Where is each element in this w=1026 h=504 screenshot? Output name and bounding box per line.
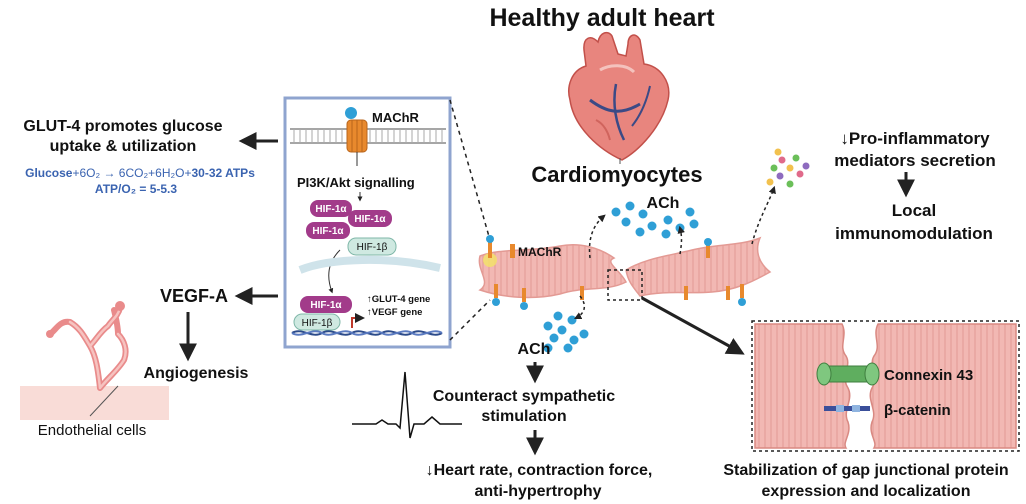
zoom-line-bottom xyxy=(449,299,491,341)
atp-ratio: ATP/O₂ = 5-5.3 xyxy=(95,182,177,196)
receptor-highlight xyxy=(483,253,497,267)
zoomed-cells xyxy=(754,323,1017,449)
hif1b-pill xyxy=(347,237,397,256)
machr-box-label: MAChR xyxy=(372,110,420,125)
counteract-line2: stimulation xyxy=(481,408,566,425)
glut4-gene-label: ↑GLUT-4 gene xyxy=(367,294,430,305)
connexin-label: Connexin 43 xyxy=(884,367,973,384)
hif1b-bound xyxy=(293,313,341,331)
heart-rate-line1: ↓Heart rate, contraction force, xyxy=(426,462,653,479)
equation-atps: 30-32 ATPs xyxy=(192,166,256,180)
cell-membrane xyxy=(290,128,446,144)
gap-junction-selection xyxy=(607,269,643,301)
machr-cell-receptors xyxy=(486,235,746,310)
ach-bottom-label: ACh xyxy=(518,341,551,358)
hif1b-label: HIF-1β xyxy=(357,242,388,253)
counteract-line1: Counteract sympathetic xyxy=(433,388,615,405)
endothelial-cells-illustration xyxy=(20,301,169,420)
arrow-to-nucleus xyxy=(328,249,341,294)
ecg-trace-icon xyxy=(352,371,462,439)
heart-illustration xyxy=(568,31,670,164)
secretion-arrow xyxy=(751,185,776,245)
proinflam-line1: ↓Pro-inflammatory xyxy=(840,129,990,148)
hif1a-label: HIF-1α xyxy=(312,226,344,237)
angiogenesis-label: Angiogenesis xyxy=(144,365,249,382)
hif1a-label: HIF-1α xyxy=(310,300,342,311)
cardiomyocyte-right xyxy=(625,236,772,297)
atp-equation: Glucose+6O₂ → 6CO₂+6H₂O+30-32 ATPs xyxy=(25,166,255,180)
hif1a-label: HIF-1α xyxy=(315,204,347,215)
machr-cell-label: MAChR xyxy=(518,245,562,259)
pi3k-label: PI3K/Akt signalling xyxy=(297,175,415,190)
glut4-text-line2: uptake & utilization xyxy=(50,138,197,155)
cardiomyocytes-label: Cardiomyocytes xyxy=(531,162,702,187)
glut4-text-line1: GLUT-4 promotes glucose xyxy=(23,118,222,135)
arrow-to-zoom xyxy=(641,296,745,355)
ach-release-arrow xyxy=(573,295,586,320)
heart-rate-line2: anti-hypertrophy xyxy=(474,483,601,500)
stabilization-line2: expression and localization xyxy=(762,483,971,500)
hif1a-bound xyxy=(300,296,352,313)
machr-receptor-icon xyxy=(345,107,368,166)
stabilization-line1: Stabilization of gap junctional protein xyxy=(723,462,1008,479)
local-line2: immunomodulation xyxy=(835,224,993,243)
ach-top-label: ACh xyxy=(647,195,680,212)
connexin43-icon xyxy=(816,362,880,386)
title: Healthy adult heart xyxy=(489,4,715,32)
hif1a-label: HIF-1α xyxy=(354,214,386,225)
endothelial-label: Endothelial cells xyxy=(38,422,146,439)
hif1a-cluster: HIF-1α HIF-1α HIF-1α xyxy=(306,200,392,239)
equation-glucose: Glucose xyxy=(25,166,73,180)
beta-catenin-icon xyxy=(824,405,870,412)
vegfa-label: VEGF-A xyxy=(160,286,228,306)
mediator-particles xyxy=(766,148,810,188)
local-line1: Local xyxy=(892,201,936,220)
catenin-label: β-catenin xyxy=(884,402,951,419)
ach-release-arrow xyxy=(588,214,606,259)
equation-middle: +6O₂ → 6CO₂+6H₂O+ xyxy=(72,166,191,180)
nuclear-envelope xyxy=(298,256,441,274)
proinflam-line2: mediators secretion xyxy=(834,151,996,170)
vegf-gene-label: ↑VEGF gene xyxy=(367,307,422,318)
zoom-line-top xyxy=(449,99,491,241)
dna-helix xyxy=(291,330,443,336)
hif1b-label: HIF-1β xyxy=(302,318,333,329)
ach-release-arrow xyxy=(677,225,685,255)
transcription-arrow xyxy=(351,313,365,328)
